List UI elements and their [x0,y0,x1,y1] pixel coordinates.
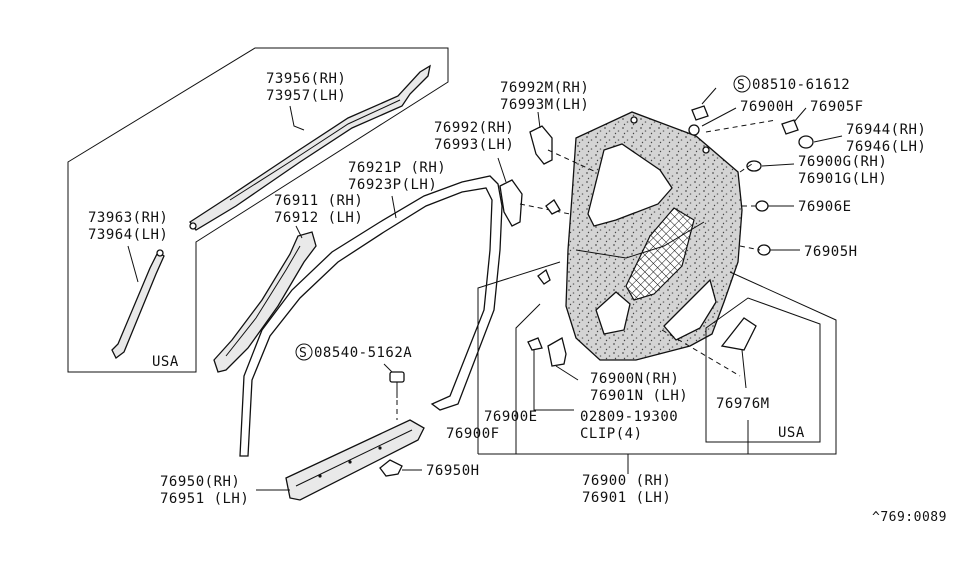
leader-76992 [497,157,507,183]
label-76944: 76944(RH) [846,122,926,138]
part-76976m-cover [720,317,757,351]
leader-76921p [391,195,397,219]
label-76976m: 76976M [716,396,770,412]
dash-1 [705,119,777,133]
label-76923p: 76923P(LH) [348,177,437,193]
part-08510-screw [691,105,709,121]
label-76946: 76946(LH) [846,139,926,155]
dash-4 [739,245,761,251]
usa-inset-frame [67,47,449,373]
part-76992-bracket [499,179,523,227]
leader-73963 [127,245,139,283]
label-76992m: 76992M(RH) [500,80,589,96]
label-73963: 73963(RH) [88,210,168,226]
part-76900g-clip [746,160,762,172]
leader-76900g [761,163,795,167]
part-76911-pillar-garnish [213,231,317,373]
part-76921p-weatherstrip [239,175,503,457]
label-76951: 76951 (LH) [160,491,249,507]
part-76905f-fastener [781,119,799,135]
s-symbol-text: S [299,346,307,361]
label-76912: 76912 (LH) [274,210,363,226]
part-76900n-bracket [527,337,567,367]
part-76944-cap [798,135,814,149]
label-76993m: 76993M(LH) [500,97,589,113]
label-76950: 76950(RH) [160,474,240,490]
label-08540: 08540-5162A [314,345,412,361]
label-76905f: 76905F [810,99,864,115]
part-76950-kick-plate [285,419,425,501]
part-73956-roof-strip [189,64,431,231]
leader-76944 [813,135,843,143]
leader-73956 [289,105,305,131]
part-73963-pillar-strip [111,249,165,359]
leader-76911 [295,225,303,239]
part-76900f-clip [537,268,551,285]
group-bracket-right [478,271,837,455]
usa-inset-frame-2 [705,297,821,443]
s-symbol-text: S [737,78,745,93]
footer-code: ^769:0089 [872,510,947,525]
label-73956: 73956(RH) [266,71,346,87]
dash-2 [739,163,753,173]
leader-76992m [537,111,541,129]
dash-6 [519,203,571,215]
label-76900: 76900 (RH) [582,473,671,489]
label-76900g: 76900G(RH) [798,154,887,170]
label-usa-2: USA [778,425,805,441]
part-76992m-bracket [529,125,553,165]
group-bracket-left [477,261,561,454]
label-76906e: 76906E [798,199,852,215]
label-76992: 76992(RH) [434,120,514,136]
part-76900-quarter-trim [565,111,743,361]
part-08540-screw [389,371,405,398]
label-76900e: 76900E [484,409,538,425]
leader-76900h [701,107,737,127]
label-08510: 08510-61612 [752,77,850,93]
dash-7 [661,329,741,377]
s-symbol-08510: S [733,75,751,93]
part-76900e-clip [545,199,561,215]
label-usa-1: USA [152,354,179,370]
label-76921p: 76921P (RH) [348,160,446,176]
label-73964: 73964(LH) [88,227,168,243]
label-76901n: 76901N (LH) [590,388,688,404]
group-bracket-mid [515,303,541,454]
leader-76905f [793,107,807,123]
label-73957: 73957(LH) [266,88,346,104]
label-76950h: 76950H [426,463,480,479]
label-76905h: 76905H [804,244,858,260]
label-76911: 76911 (RH) [274,193,363,209]
label-clip: CLIP(4) [580,426,643,442]
leader-76976m [741,349,747,389]
label-02809: 02809-19300 [580,409,678,425]
leader-76900n [555,365,579,381]
label-76901: 76901 (LH) [582,490,671,506]
part-76950h-clip [379,459,403,477]
label-76900h: 76900H [740,99,794,115]
label-76900f: 76900F [446,426,500,442]
label-76901g: 76901G(LH) [798,171,887,187]
leader-08510 [701,87,717,105]
leader-02809 [533,350,574,411]
leader-08540 [383,363,393,373]
part-76900h-clip [688,124,700,136]
label-76993: 76993(LH) [434,137,514,153]
part-76906e-clip [755,200,769,212]
label-76900n: 76900N(RH) [590,371,679,387]
s-symbol-08540: S [295,343,313,361]
